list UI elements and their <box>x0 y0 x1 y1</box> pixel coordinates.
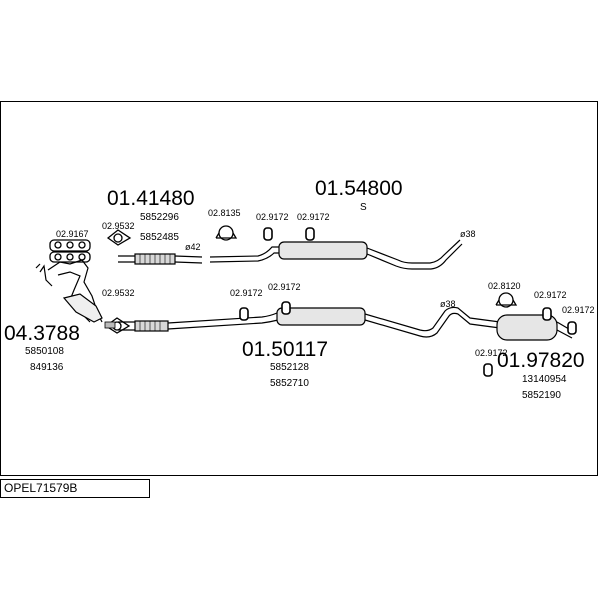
part-no-rear-silencer-upper: 01.54800 <box>315 177 403 200</box>
oe-number: 5852485 <box>140 232 179 243</box>
rubber-hanger-icon <box>305 227 315 241</box>
oe-number: 5850108 <box>25 346 64 357</box>
fitting-label: 02.9172 <box>475 348 508 358</box>
flange-gasket-icon <box>106 229 132 246</box>
fitting-label: 02.9172 <box>268 282 301 292</box>
drawing-frame <box>0 101 598 476</box>
lower-exhaust-assembly <box>118 306 577 341</box>
exhaust-gasket-icon <box>49 239 91 252</box>
drawing-code: OPEL71579B <box>4 481 78 495</box>
pipe-end-stub-icon <box>104 321 116 329</box>
diameter-label: ø38 <box>460 229 476 239</box>
rubber-hanger-icon <box>567 321 577 335</box>
upper-exhaust-assembly <box>118 239 463 270</box>
oe-number: 5852296 <box>140 212 179 223</box>
diameter-label: ø38 <box>440 299 456 309</box>
exhaust-gasket-icon <box>49 251 91 263</box>
part-no-front-pipe-lower: 01.50117 <box>242 338 328 361</box>
oe-number: 849136 <box>30 362 64 373</box>
part-no-rear-silencer-lower: 01.97820 <box>497 349 585 372</box>
fitting-label: 02.9172 <box>534 290 567 300</box>
drawing-code-label: OPEL71579B <box>0 479 150 498</box>
fitting-label: 02.9172 <box>297 212 330 222</box>
fitting-label: 02.9532 <box>102 221 135 231</box>
oe-number: 13140954 <box>522 374 567 385</box>
fitting-label: 02.9167 <box>56 229 89 239</box>
oe-number: 5852710 <box>270 378 309 389</box>
fitting-label: 02.8120 <box>488 281 521 291</box>
rubber-hanger-icon <box>263 227 273 241</box>
rubber-hanger-icon <box>542 307 552 321</box>
rubber-hanger-icon <box>239 307 249 321</box>
fitting-label: 02.8135 <box>208 208 241 218</box>
fitting-label: 02.9172 <box>256 212 289 222</box>
fitting-label: 02.9172 <box>230 288 263 298</box>
oe-number: 5852128 <box>270 362 309 373</box>
diameter-label: ø42 <box>185 242 201 252</box>
clamp-icon <box>495 292 518 308</box>
clamp-icon <box>215 225 238 241</box>
oe-number: 5852190 <box>522 390 561 401</box>
fitting-label: 02.9532 <box>102 288 135 298</box>
part-no-catalyst: 04.3788 <box>4 322 80 345</box>
catalyst-manifold <box>35 259 103 323</box>
rubber-hanger-icon <box>281 301 291 315</box>
rubber-hanger-icon <box>483 363 493 377</box>
fitting-label: 02.9172 <box>562 305 595 315</box>
variant-mark: S <box>360 202 367 213</box>
part-no-front-pipe-upper: 01.41480 <box>107 187 195 210</box>
